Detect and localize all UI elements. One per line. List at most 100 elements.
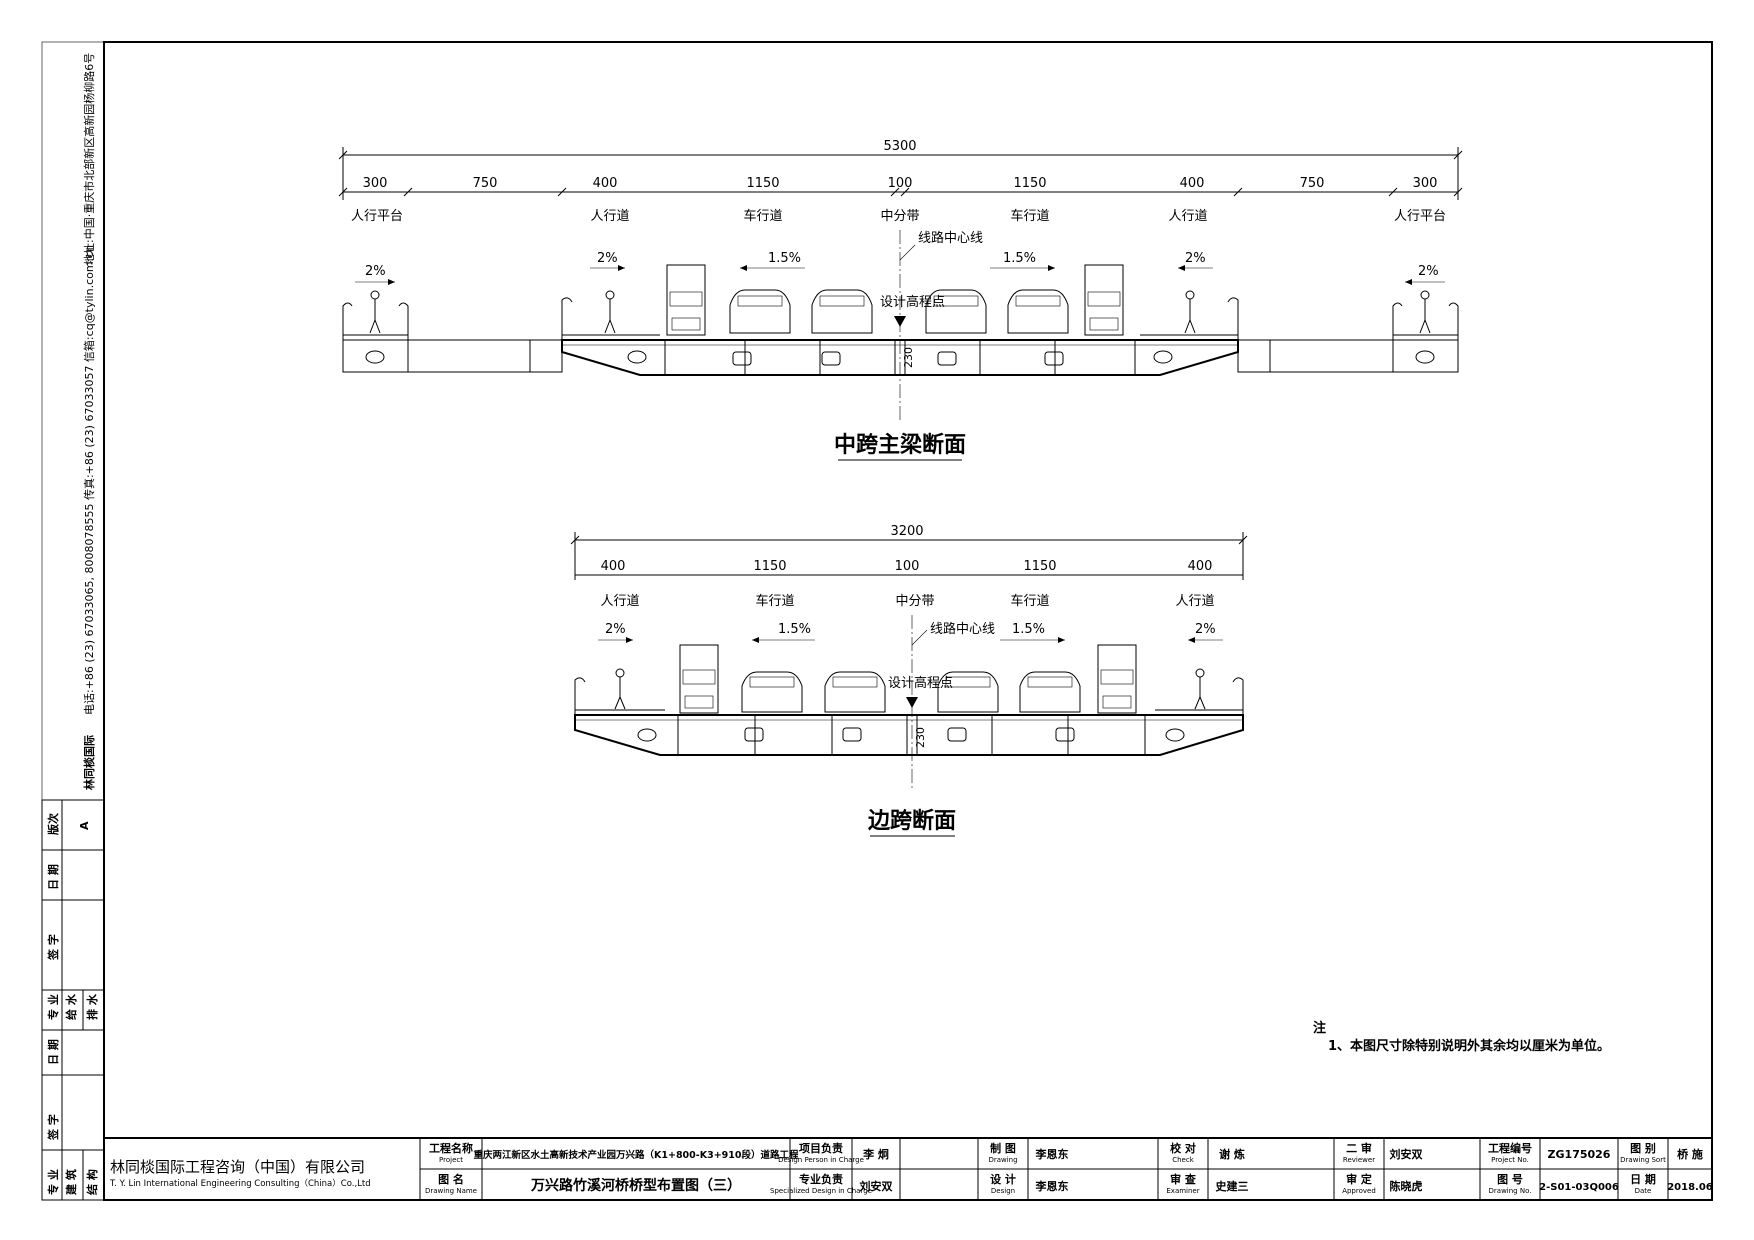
car-icon bbox=[824, 671, 886, 713]
side-slope-2: 1.5% bbox=[778, 622, 811, 637]
main-label-3: 车行道 bbox=[743, 208, 782, 224]
main-dim-5: 100 bbox=[888, 176, 913, 191]
exam-name: 史建三 bbox=[1216, 1179, 1249, 1193]
car-icon bbox=[729, 289, 791, 334]
main-slope-3: 1.5% bbox=[768, 251, 801, 266]
side-depth: 230 bbox=[914, 727, 927, 748]
draw-label: 制 图 bbox=[990, 1141, 1016, 1155]
project-label-en: Project bbox=[439, 1156, 463, 1164]
side-elevation-marker bbox=[906, 697, 918, 708]
truck-icon bbox=[679, 644, 719, 714]
pm-label-en: Design Person in Charge bbox=[778, 1156, 864, 1164]
drawing-name: 万兴路竹溪河桥桥型布置图（三） bbox=[530, 1177, 741, 1194]
sort-value: 桥 施 bbox=[1677, 1147, 1703, 1161]
notes: 注 1、本图尺寸除特别说明外其余均以厘米为单位。 bbox=[1313, 1020, 1610, 1054]
section-main: 5300 300 750 400 1150 100 1150 400 750 3… bbox=[338, 139, 1463, 461]
main-deck: 230 bbox=[342, 297, 1459, 376]
drawing-label-en: Drawing Name bbox=[425, 1187, 477, 1195]
drawno-label: 图 号 bbox=[1497, 1173, 1523, 1186]
design-name: 李恩东 bbox=[1035, 1179, 1069, 1193]
design-label-en: Design bbox=[991, 1187, 1015, 1195]
side-zone-labels: 人行道 车行道 中分带 车行道 人行道 bbox=[600, 593, 1214, 609]
outer-border bbox=[41, 41, 1713, 1201]
rev-bottom-2: 建 筑 bbox=[64, 1169, 78, 1195]
projno-label-en: Project No. bbox=[1491, 1156, 1529, 1164]
side-dim-5: 400 bbox=[1188, 559, 1213, 574]
side-total-dim: 3200 bbox=[890, 524, 923, 539]
project-label: 工程名称 bbox=[429, 1141, 473, 1155]
side-centerline-label: 线路中心线 bbox=[930, 621, 995, 637]
revision-table: 版次 A 日 期 签 字 专 业 给 水 排 水 日 期 签 字 专 业 建 筑… bbox=[41, 799, 105, 1201]
pedestrian-icon bbox=[1184, 290, 1196, 334]
spec-name: 刘安双 bbox=[860, 1179, 893, 1193]
rev-discipline-label: 专 业 bbox=[46, 994, 60, 1020]
car-icon bbox=[1019, 671, 1081, 713]
main-total-dim: 5300 bbox=[883, 139, 916, 154]
side-slopes: 2% 1.5% 1.5% 2% bbox=[598, 622, 1223, 643]
pedestrian-icon bbox=[369, 290, 381, 334]
side-segment-dims: 400 1150 100 1150 400 bbox=[601, 559, 1213, 574]
main-elevation-label: 设计高程点 bbox=[880, 294, 945, 310]
approve-name: 陈晓虎 bbox=[1390, 1179, 1423, 1193]
main-segment-dims: 300 750 400 1150 100 1150 400 750 300 bbox=[363, 176, 1438, 191]
rev-bottom-1: 专 业 bbox=[46, 1169, 60, 1195]
main-label-5: 车行道 bbox=[1010, 208, 1049, 224]
main-dim-7: 400 bbox=[1180, 176, 1205, 191]
car-icon bbox=[741, 671, 803, 713]
drawno-value: 2-S01-03Q006 bbox=[1539, 1182, 1619, 1193]
company-name-en: T. Y. Lin International Engineering Cons… bbox=[109, 1178, 371, 1189]
company-name-cn: 林同棪国际工程咨询（中国）有限公司 bbox=[110, 1158, 365, 1176]
dim-tick bbox=[900, 187, 910, 197]
design-label: 设 计 bbox=[990, 1172, 1016, 1186]
car-icon bbox=[925, 289, 987, 334]
side-slope-3: 1.5% bbox=[1012, 622, 1045, 637]
main-label-4: 中分带 bbox=[880, 209, 919, 224]
rev-sign-label: 签 字 bbox=[46, 934, 60, 961]
approve-label: 审 定 bbox=[1346, 1172, 1372, 1186]
notes-item-1: 1、本图尺寸除特别说明外其余均以厘米为单位。 bbox=[1328, 1038, 1610, 1054]
project-name: 重庆两江新区水土高新技术产业园万兴路（K1+800-K3+910段）道路工程 bbox=[474, 1149, 799, 1161]
spec-label: 专业负责 bbox=[799, 1172, 843, 1186]
approve-label-en: Approved bbox=[1342, 1187, 1376, 1195]
side-label-5: 人行道 bbox=[1175, 594, 1214, 609]
side-deck: 230 bbox=[574, 677, 1244, 756]
rev-sign-label-2: 签 字 bbox=[46, 1114, 60, 1141]
main-dim-3: 400 bbox=[593, 176, 618, 191]
section-side: 3200 400 1150 100 1150 400 人行道 车行道 中分带 车… bbox=[570, 524, 1248, 837]
drawno-label-en: Drawing No. bbox=[1489, 1187, 1532, 1195]
dim-tick bbox=[338, 187, 348, 197]
side-slope-4: 2% bbox=[1195, 622, 1216, 637]
truck-icon bbox=[1097, 644, 1137, 714]
main-slope-4: 1.5% bbox=[1003, 251, 1036, 266]
side-elevation-label: 设计高程点 bbox=[888, 675, 953, 691]
side-vehicles bbox=[614, 644, 1206, 714]
pedestrian-icon bbox=[614, 668, 626, 710]
check-label: 校 对 bbox=[1170, 1141, 1196, 1155]
draw-label-en: Drawing bbox=[988, 1156, 1017, 1164]
car-icon bbox=[1007, 289, 1069, 334]
main-label-1: 人行平台 bbox=[351, 209, 403, 224]
side-company: 林同棪国际 bbox=[82, 735, 96, 790]
dim-tick bbox=[1233, 187, 1243, 197]
side-dim-2: 1150 bbox=[753, 559, 786, 574]
rev-version-label: 版次 bbox=[46, 813, 60, 835]
check-name: 谢 炼 bbox=[1219, 1147, 1245, 1161]
main-label-6: 人行道 bbox=[1168, 209, 1207, 224]
drawing-label: 图 名 bbox=[438, 1172, 464, 1186]
side-slope-1: 2% bbox=[605, 622, 626, 637]
main-section-title: 中跨主梁断面 bbox=[834, 432, 966, 458]
dim-tick bbox=[1453, 187, 1463, 197]
main-centerline-label: 线路中心线 bbox=[918, 230, 983, 246]
side-label-3: 中分带 bbox=[895, 594, 934, 609]
review-name: 刘安双 bbox=[1390, 1147, 1423, 1161]
main-slope-1: 2% bbox=[365, 264, 386, 279]
side-dim-1: 400 bbox=[601, 559, 626, 574]
spec-label-en: Specialized Design in Charge bbox=[770, 1187, 872, 1195]
title-block: 林同棪国际工程咨询（中国）有限公司 T. Y. Lin Internationa… bbox=[103, 1137, 1713, 1201]
truck-icon bbox=[1084, 264, 1124, 336]
dim-tick bbox=[1388, 187, 1398, 197]
main-depth: 230 bbox=[902, 347, 915, 368]
side-section-title: 边跨断面 bbox=[867, 808, 956, 834]
side-label-2: 车行道 bbox=[755, 593, 794, 609]
